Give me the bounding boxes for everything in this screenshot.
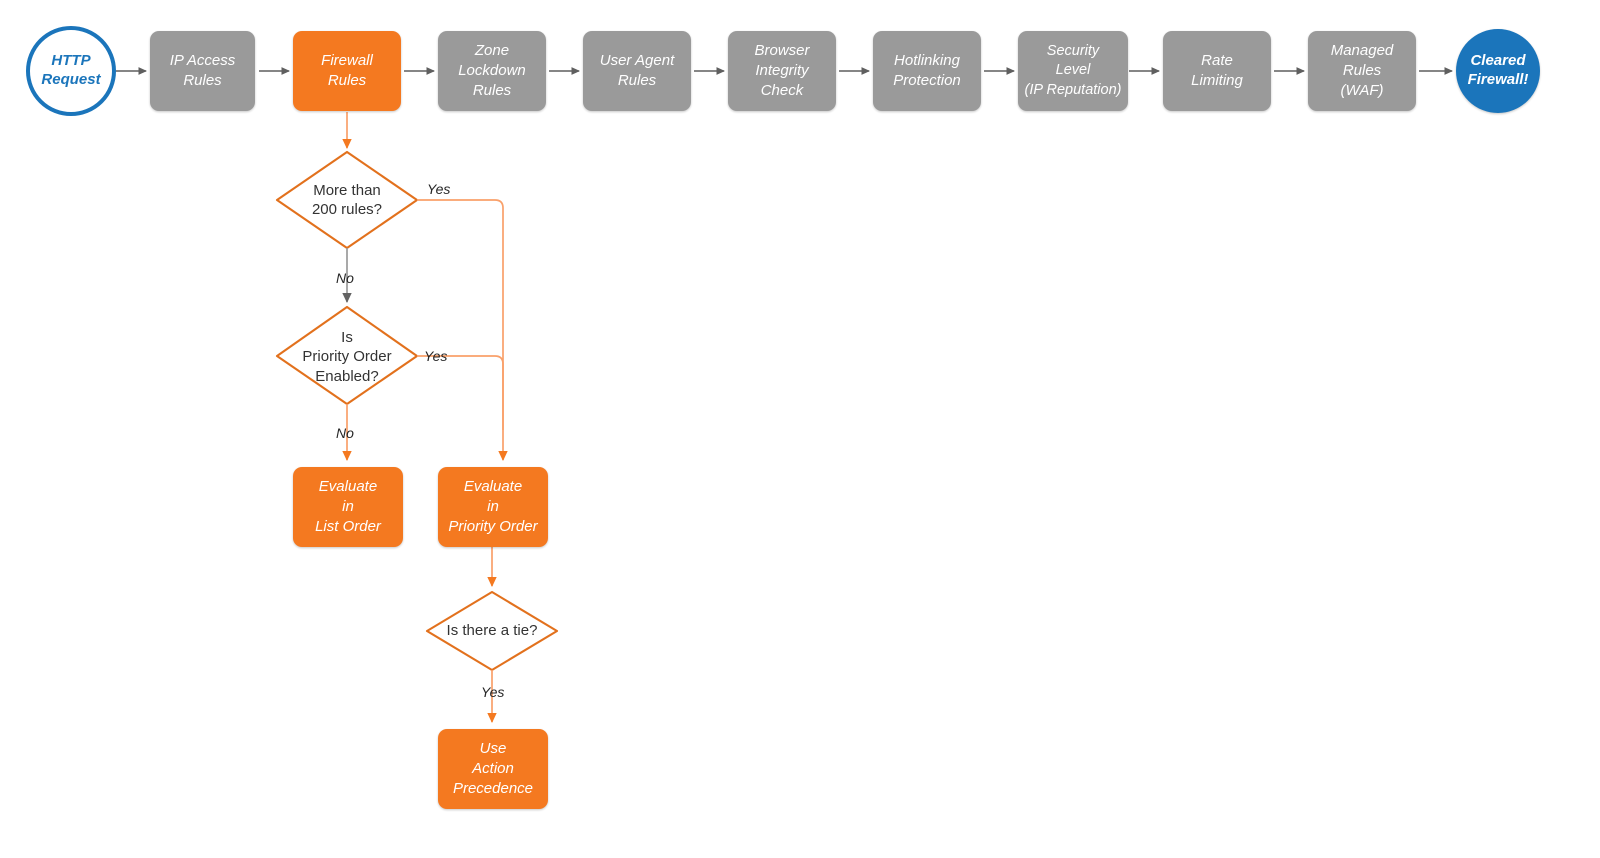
node-cleared-firewall-label: Cleared Firewall! bbox=[1467, 52, 1529, 88]
node-http-request[interactable]: HTTP Request bbox=[26, 26, 116, 116]
decision-priority-order-shape bbox=[275, 305, 419, 406]
node-ip-access-rules-label: IP Access Rules bbox=[169, 52, 236, 89]
node-rate-limiting-label: Rate Limiting bbox=[1191, 52, 1243, 89]
node-evaluate-in-priority-order[interactable]: Evaluate in Priority Order bbox=[438, 467, 548, 547]
decision-is-priority-order-enabled[interactable]: Is Priority Order Enabled? bbox=[280, 326, 414, 388]
edge-label-priorityorder-yes-text: Yes bbox=[424, 348, 448, 364]
decision-is-priority-order-enabled-label: Is Priority Order Enabled? bbox=[302, 328, 392, 385]
node-evaluate-in-list-order-label: Evaluate in List Order bbox=[315, 478, 381, 535]
node-browser-integrity-check-label: Browser Integrity Check bbox=[754, 42, 810, 99]
node-rate-limiting[interactable]: Rate Limiting bbox=[1163, 31, 1271, 111]
edge-label-rulecount-yes-text: Yes bbox=[427, 181, 451, 197]
node-use-action-precedence-label: Use Action Precedence bbox=[452, 740, 534, 797]
decision-more-than-200-rules[interactable]: More than 200 rules? bbox=[282, 172, 412, 228]
node-use-action-precedence[interactable]: Use Action Precedence bbox=[438, 729, 548, 809]
decision-is-there-a-tie-shape bbox=[425, 590, 559, 672]
node-user-agent-rules-label: User Agent Rules bbox=[599, 52, 675, 89]
node-evaluate-in-priority-order-label: Evaluate in Priority Order bbox=[448, 478, 538, 535]
node-http-request-label: HTTP Request bbox=[41, 52, 101, 88]
node-evaluate-in-list-order[interactable]: Evaluate in List Order bbox=[293, 467, 403, 547]
edge-label-priorityorder-no: No bbox=[336, 425, 354, 441]
node-security-level-label: Security Level (IP Reputation) bbox=[1024, 43, 1122, 98]
edge-label-priorityorder-no-text: No bbox=[336, 425, 354, 441]
edge-label-tie-yes: Yes bbox=[481, 684, 504, 700]
node-hotlinking-protection[interactable]: Hotlinking Protection bbox=[873, 31, 981, 111]
node-hotlinking-protection-label: Hotlinking Protection bbox=[893, 52, 961, 89]
decision-more-than-200-rules-label: More than 200 rules? bbox=[311, 181, 383, 219]
edge-priorityorder-yes bbox=[417, 355, 504, 430]
edge-label-priorityorder-yes: Yes bbox=[424, 348, 447, 364]
node-cleared-firewall[interactable]: Cleared Firewall! bbox=[1456, 29, 1540, 113]
node-user-agent-rules[interactable]: User Agent Rules bbox=[583, 31, 691, 111]
edge-rulecount-yes bbox=[417, 199, 508, 461]
node-security-level[interactable]: Security Level (IP Reputation) bbox=[1018, 31, 1128, 111]
decision-more-than-200-rules-shape bbox=[275, 150, 419, 250]
node-zone-lockdown-rules[interactable]: Zone Lockdown Rules bbox=[438, 31, 546, 111]
decision-is-there-a-tie[interactable]: Is there a tie? bbox=[430, 617, 554, 645]
edge-label-rulecount-no: No bbox=[336, 270, 354, 286]
edge-label-rulecount-yes: Yes bbox=[427, 181, 450, 197]
decision-is-there-a-tie-label: Is there a tie? bbox=[446, 622, 538, 640]
edge-label-tie-yes-text: Yes bbox=[481, 684, 505, 700]
node-managed-rules-waf[interactable]: Managed Rules (WAF) bbox=[1308, 31, 1416, 111]
node-firewall-rules[interactable]: Firewall Rules bbox=[293, 31, 401, 111]
node-managed-rules-waf-label: Managed Rules (WAF) bbox=[1330, 42, 1394, 99]
node-ip-access-rules[interactable]: IP Access Rules bbox=[150, 31, 255, 111]
edge-label-rulecount-no-text: No bbox=[336, 270, 354, 286]
node-zone-lockdown-rules-label: Zone Lockdown Rules bbox=[458, 42, 526, 99]
node-browser-integrity-check[interactable]: Browser Integrity Check bbox=[728, 31, 836, 111]
node-firewall-rules-label: Firewall Rules bbox=[321, 52, 373, 89]
